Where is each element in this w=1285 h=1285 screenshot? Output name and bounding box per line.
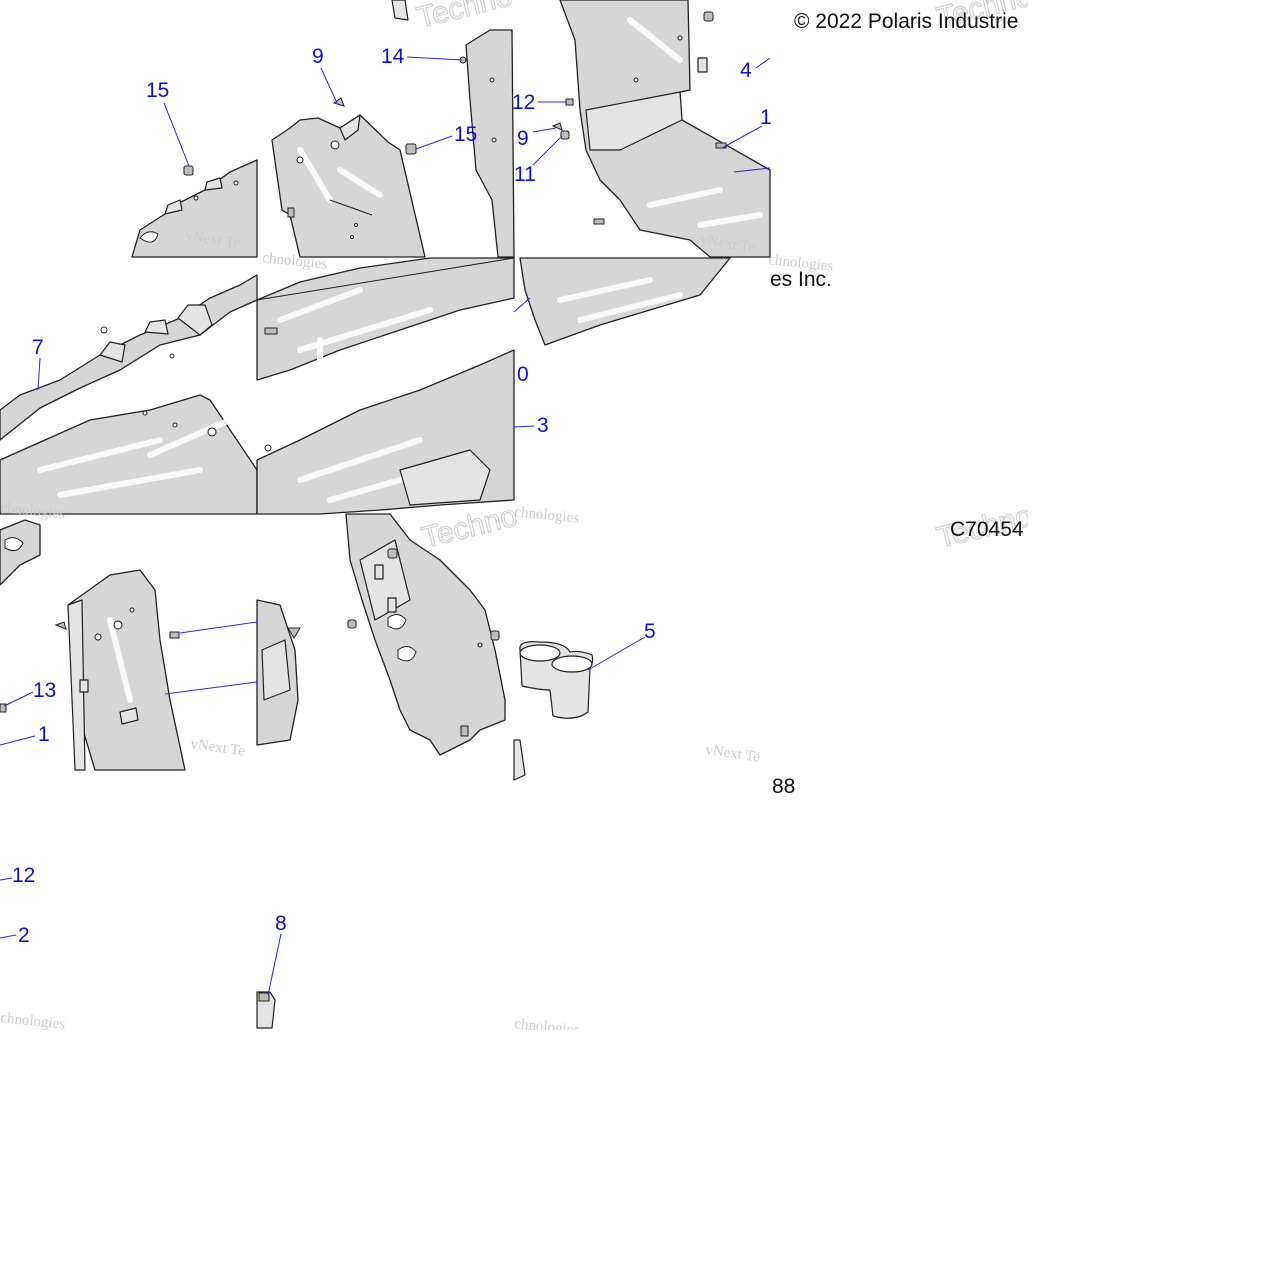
clip-icon — [287, 627, 301, 639]
callout-0: 0 — [517, 363, 529, 386]
diagram-code: C70454 — [950, 518, 1024, 541]
callout-4: 4 — [740, 59, 752, 82]
callout-2: 2 — [18, 924, 30, 947]
watermark-vnext: vNext Te — [184, 228, 241, 252]
callout-3: 3 — [537, 414, 549, 437]
callout-7: 7 — [32, 336, 44, 359]
screw-icon — [0, 703, 7, 713]
part-center-panel — [256, 257, 515, 515]
bolt-icon — [287, 207, 295, 218]
screw-icon — [565, 98, 574, 106]
bolt-icon — [169, 631, 180, 639]
callout-14: 14 — [381, 45, 405, 68]
callout-9: 9 — [517, 127, 529, 150]
callout-8: 8 — [275, 912, 287, 935]
callout-13: 13 — [33, 679, 56, 702]
clip-icon — [54, 621, 67, 630]
callout-1: 1 — [760, 106, 772, 129]
watermark-vnext: vNext Te — [699, 232, 756, 256]
blank-margin-bottom — [0, 1030, 1285, 1285]
watermark-technologies: chnologies — [0, 1010, 66, 1033]
callout-11: 11 — [514, 163, 536, 186]
part-lower-center-panel — [256, 513, 506, 756]
nut-icon — [703, 11, 714, 22]
bolt-icon — [264, 327, 278, 335]
part-long-bracket — [0, 274, 258, 515]
watermark-technologies: chnologies — [514, 504, 580, 527]
part-side-panel-top — [551, 0, 771, 258]
clip-icon — [332, 97, 345, 107]
nut-icon — [183, 165, 194, 176]
callout-15: 15 — [146, 79, 169, 102]
page-number-fragment: 88 — [772, 775, 795, 798]
watermark-technologies: chnologies — [262, 250, 328, 273]
part-bracket-center-top — [271, 0, 515, 258]
bolt-icon — [460, 725, 469, 737]
watermark-technologies: chnologies — [0, 500, 66, 523]
copyright-tail-text: es Inc. — [770, 268, 832, 291]
callout-5: 5 — [644, 620, 656, 643]
bolt-icon — [593, 218, 605, 225]
part-right-panel — [519, 257, 731, 346]
part-cup-holder — [513, 641, 594, 781]
callout-leaders — [0, 56, 771, 996]
watermarks: vNext Te vNext Te vNext Te vNext Te chno… — [0, 0, 1036, 1039]
callout-1: 1 — [38, 723, 50, 746]
callout-9: 9 — [312, 45, 324, 68]
nut-icon — [405, 143, 417, 155]
watermark-vnext: vNext Te — [704, 742, 761, 766]
callout-15: 15 — [454, 123, 477, 146]
callout-numbers: 15 9 14 15 4 1 12 9 11 7 0 3 13 1 5 12 2… — [12, 45, 772, 947]
clip-icon — [551, 122, 563, 131]
part-bottom-fragment — [256, 991, 276, 1029]
copyright-text: © 2022 Polaris Industrie — [794, 10, 1018, 33]
nut-icon — [387, 548, 398, 559]
callout-12: 12 — [512, 91, 535, 114]
part-lower-left-panel — [0, 519, 186, 771]
watermark-brand: Techno — [419, 499, 521, 554]
nut-icon — [490, 630, 500, 641]
watermark-technologies: chnologies — [768, 252, 834, 275]
nut-icon — [347, 619, 357, 629]
part-bracket-left-top — [131, 159, 258, 258]
callout-12: 12 — [12, 864, 35, 887]
nut-icon — [560, 130, 570, 140]
watermark-vnext: vNext Te — [189, 736, 246, 760]
bolt-icon — [715, 142, 727, 149]
